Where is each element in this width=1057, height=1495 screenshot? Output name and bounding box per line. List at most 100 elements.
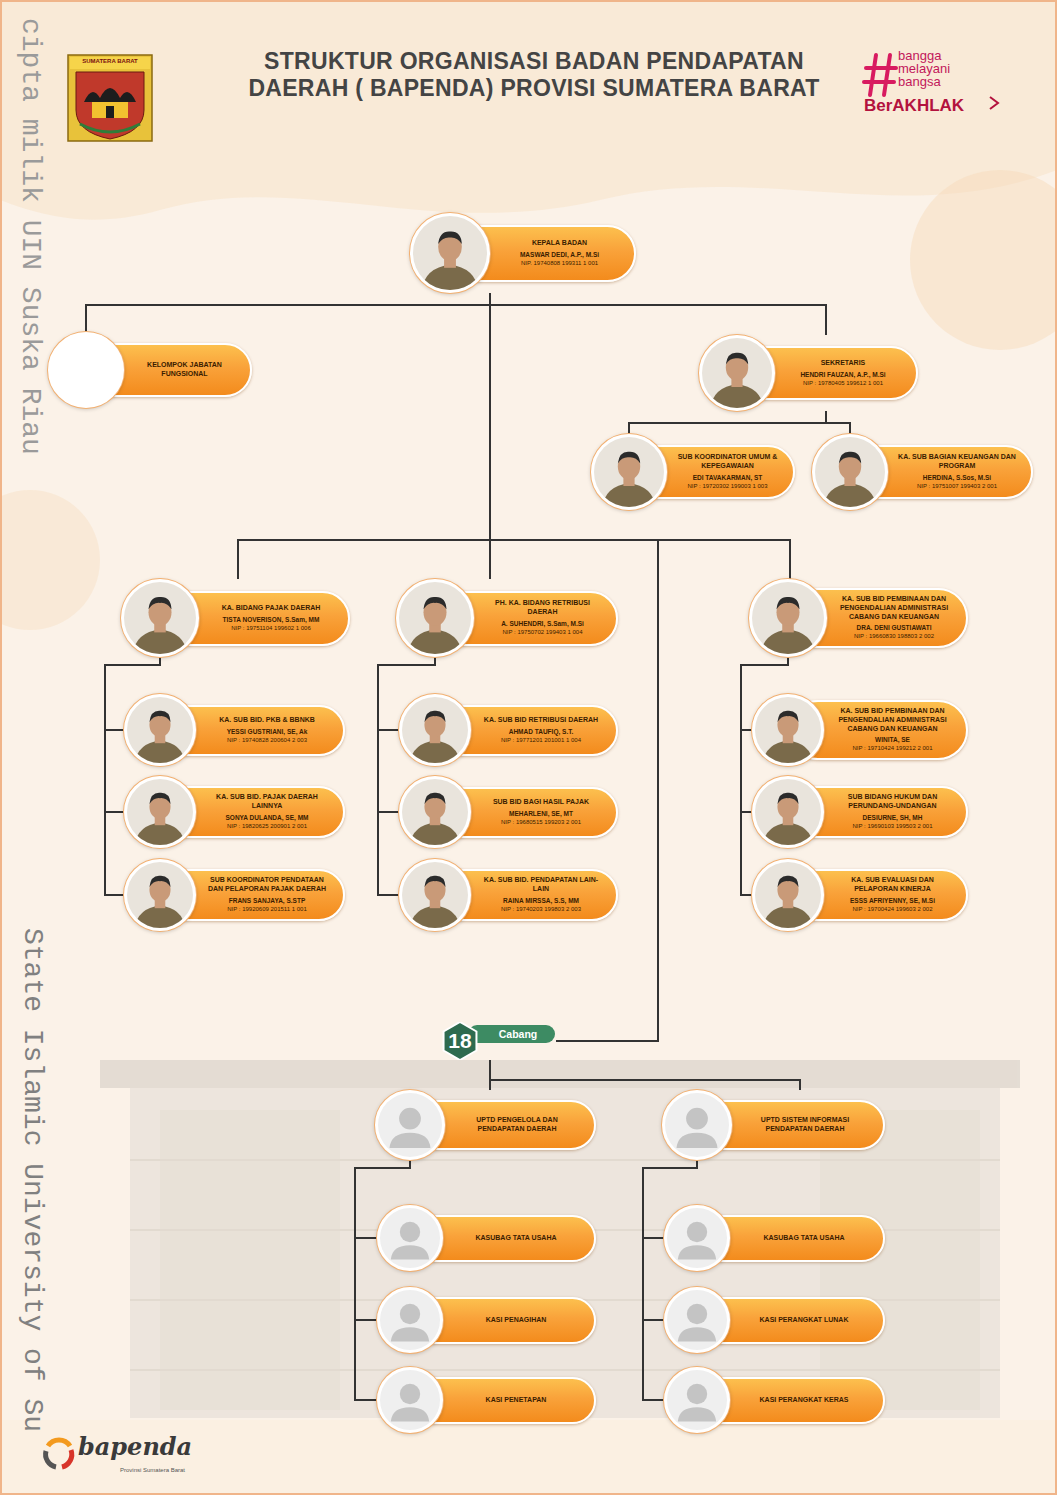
text-stack: SUB KOORDINATOR UMUM & KEPEGAWAIAN EDI TA…	[674, 453, 781, 490]
person-name: ESSS AFRIYENNY, SE, M.Si	[831, 897, 954, 905]
bottom-ground	[0, 1420, 1057, 1495]
building-illustration	[100, 1060, 1020, 1418]
position-title: UPTD SISTEM INFORMASI PENDAPATAN DAERAH	[739, 1116, 871, 1134]
position-title: KA. BIDANG PAJAK DAERAH	[206, 604, 336, 613]
person-name: HERDINA, S.Sos, M.Si	[895, 474, 1019, 482]
text-stack: KA. SUB EVALUASI DAN PELAPORAN KINERJA ES…	[831, 876, 954, 913]
person-name: MEHARLENI, SE, MT	[478, 810, 604, 818]
org-connector	[86, 293, 490, 332]
org-box: KA. SUB BID PEMBINAAN DAN PENGENDALIAN A…	[749, 579, 968, 657]
org-box: KELOMPOK JABATAN FUNGSIONAL	[48, 332, 252, 408]
photo-circle	[664, 1205, 730, 1271]
org-box: KASI PENETAPAN	[377, 1367, 596, 1433]
position-title: KA. SUB BID. PAJAK DAERAH LAINNYA	[203, 793, 331, 811]
position-title: PH. KA. BIDANG RETRIBUSI DAERAH	[481, 599, 604, 617]
org-box: KASUBAG TATA USAHA	[377, 1205, 596, 1271]
province-emblem	[68, 55, 152, 141]
employee-id: NIP : 19700424 199603 2 002	[831, 906, 954, 914]
photo-circle	[396, 579, 474, 657]
person-name: DESIURNE, SH, MH	[831, 814, 954, 822]
position-title: KASUBAG TATA USAHA	[737, 1234, 871, 1243]
photo-circle	[812, 434, 888, 510]
org-box: KA. BIDANG PAJAK DAERAH TISTA NOVERISON, …	[121, 579, 350, 657]
org-box: SUB KOORDINATOR UMUM & KEPEGAWAIAN EDI TA…	[591, 434, 795, 510]
org-connector	[490, 293, 658, 1041]
photo-circle	[377, 1205, 443, 1271]
top-wave	[0, 0, 1057, 220]
text-stack: SUB BIDANG HUKUM DAN PERUNDANG-UNDANGAND…	[831, 793, 954, 830]
org-box: KA. SUB BID. PAJAK DAERAH LAINNYA SONYA D…	[124, 776, 345, 848]
text-stack: KASI PENAGIHAN	[450, 1316, 582, 1325]
person-name: FRANS SANJAYA, S.STP	[203, 897, 331, 905]
person-name: EDI TAVAKARMAN, ST	[674, 474, 781, 482]
text-stack: KA. SUB BAGIAN KEUANGAN DAN PROGRAM HERDI…	[895, 453, 1019, 490]
photo-circle	[377, 1287, 443, 1353]
text-stack: KA. SUB BID RETRIBUSI DAERAHAHMAD TAUFIQ…	[478, 716, 604, 744]
employee-id: NIP : 19920609 201511 1 001	[203, 906, 331, 914]
org-box: KA. SUB BID. PKB & BBNKBYESSI GUSTRIANI,…	[124, 694, 345, 766]
employee-id: NIP : 19751007 199403 2 001	[895, 483, 1019, 491]
text-stack: SUB BID BAGI HASIL PAJAK MEHARLENI, SE, M…	[478, 798, 604, 826]
org-connector	[629, 411, 826, 434]
branch-word: Cabang	[482, 1025, 554, 1043]
photo-circle	[749, 579, 827, 657]
person-name: HENDRI FAUZAN, A.P., M.Si	[782, 371, 904, 379]
person-name: YESSI GUSTRIANI, SE, Ak	[203, 728, 331, 736]
label-wrap: cipta milik UIN Suska Riau	[16, 18, 44, 455]
text-stack: KEPALA BADANMASWAR DEDI, A.P., M.SiNIP. …	[497, 239, 622, 267]
text-stack: KA. SUB BID. PENDAPATAN LAIN-LAINRAINA M…	[478, 876, 604, 913]
text-stack: KA. BIDANG PAJAK DAERAH TISTA NOVERISON, …	[206, 604, 336, 632]
org-connector	[490, 293, 826, 335]
person-name: SONYA DULANDA, SE, MM	[203, 814, 331, 822]
photo-circle	[124, 694, 196, 766]
person-name: A. SUHENDRI, S.Sam, M.Si	[481, 620, 604, 628]
text-stack: KA. SUB BID. PAJAK DAERAH LAINNYA SONYA D…	[203, 793, 331, 830]
photo-circle	[662, 1090, 732, 1160]
text-stack: SUB KOORDINATOR PENDATAAN DAN PELAPORAN …	[203, 876, 331, 913]
text-stack: UPTD PENGELOLA DAN PENDAPATAN DAERAH	[452, 1116, 582, 1134]
position-title: KASI PENAGIHAN	[450, 1316, 582, 1325]
position-title: KA. SUB BID RETRIBUSI DAERAH	[478, 716, 604, 725]
position-title: SUB KOORDINATOR PENDATAAN DAN PELAPORAN …	[203, 876, 331, 894]
org-box: PH. KA. BIDANG RETRIBUSI DAERAH A. SUHEND…	[396, 579, 618, 657]
position-title: KA. SUB EVALUASI DAN PELAPORAN KINERJA	[831, 876, 954, 894]
employee-id: NIP : 19750702 199403 1 004	[481, 629, 604, 637]
org-connector	[826, 411, 850, 434]
text-stack: KASUBAG TATA USAHA	[737, 1234, 871, 1243]
position-title: KELOMPOK JABATAN FUNGSIONAL	[131, 361, 238, 379]
position-title: SUB KOORDINATOR UMUM & KEPEGAWAIAN	[674, 453, 781, 471]
person-name: RAINA MIRSSA, S.S, MM	[478, 897, 604, 905]
org-box: KEPALA BADANMASWAR DEDI, A.P., M.SiNIP. …	[410, 213, 636, 293]
position-title: KA. SUB BAGIAN KEUANGAN DAN PROGRAM	[895, 453, 1019, 471]
text-stack: KA. SUB BID PEMBINAAN DAN PENGENDALIAN A…	[831, 707, 954, 753]
text-stack: KASUBAG TATA USAHA	[450, 1234, 582, 1243]
watermark-text: cipta milik UIN Suska Riau	[16, 18, 44, 455]
text-stack: KASI PERANGKAT LUNAK	[737, 1316, 871, 1325]
watermark-text: State Islamic University of Su	[18, 928, 46, 1432]
photo-circle	[375, 1090, 445, 1160]
photo-circle	[699, 335, 775, 411]
org-box: SEKRETARISHENDRI FAUZAN, A.P., M.SiNIP :…	[699, 335, 918, 411]
label-wrap: bapenda	[78, 1433, 192, 1461]
title-wrap: STRUKTUR ORGANISASI BADAN PENDAPATAN DAE…	[228, 48, 840, 102]
photo-circle	[399, 694, 471, 766]
org-connector	[490, 293, 790, 579]
position-title: SUB BID BAGI HASIL PAJAK	[478, 798, 604, 807]
org-box: KA. SUB BID PEMBINAAN DAN PENGENDALIAN A…	[752, 694, 968, 766]
text-stack: KA. SUB BID PEMBINAAN DAN PENGENDALIAN A…	[834, 595, 954, 641]
employee-id: NIP : 19720302 199003 1 003	[674, 483, 781, 491]
deco-blob	[0, 490, 100, 630]
org-box: KA. SUB EVALUASI DAN PELAPORAN KINERJA ES…	[752, 859, 968, 931]
hashtag-symbol	[864, 55, 896, 95]
photo-circle	[752, 859, 824, 931]
emblem-text: SUMATERA BARAT	[70, 58, 150, 65]
employee-id: NIP : 19740828 200604 2 003	[203, 737, 331, 745]
employee-id: NIP : 19771201 201001 1 004	[478, 737, 604, 745]
employee-id: NIP : 19660830 198803 2 002	[834, 633, 954, 641]
position-title: KEPALA BADAN	[497, 239, 622, 248]
person-name: TISTA NOVERISON, S.Sam, MM	[206, 616, 336, 624]
org-box: KA. SUB BID. PENDAPATAN LAIN-LAINRAINA M…	[399, 859, 618, 931]
person-name: WINITA, SE	[831, 736, 954, 744]
